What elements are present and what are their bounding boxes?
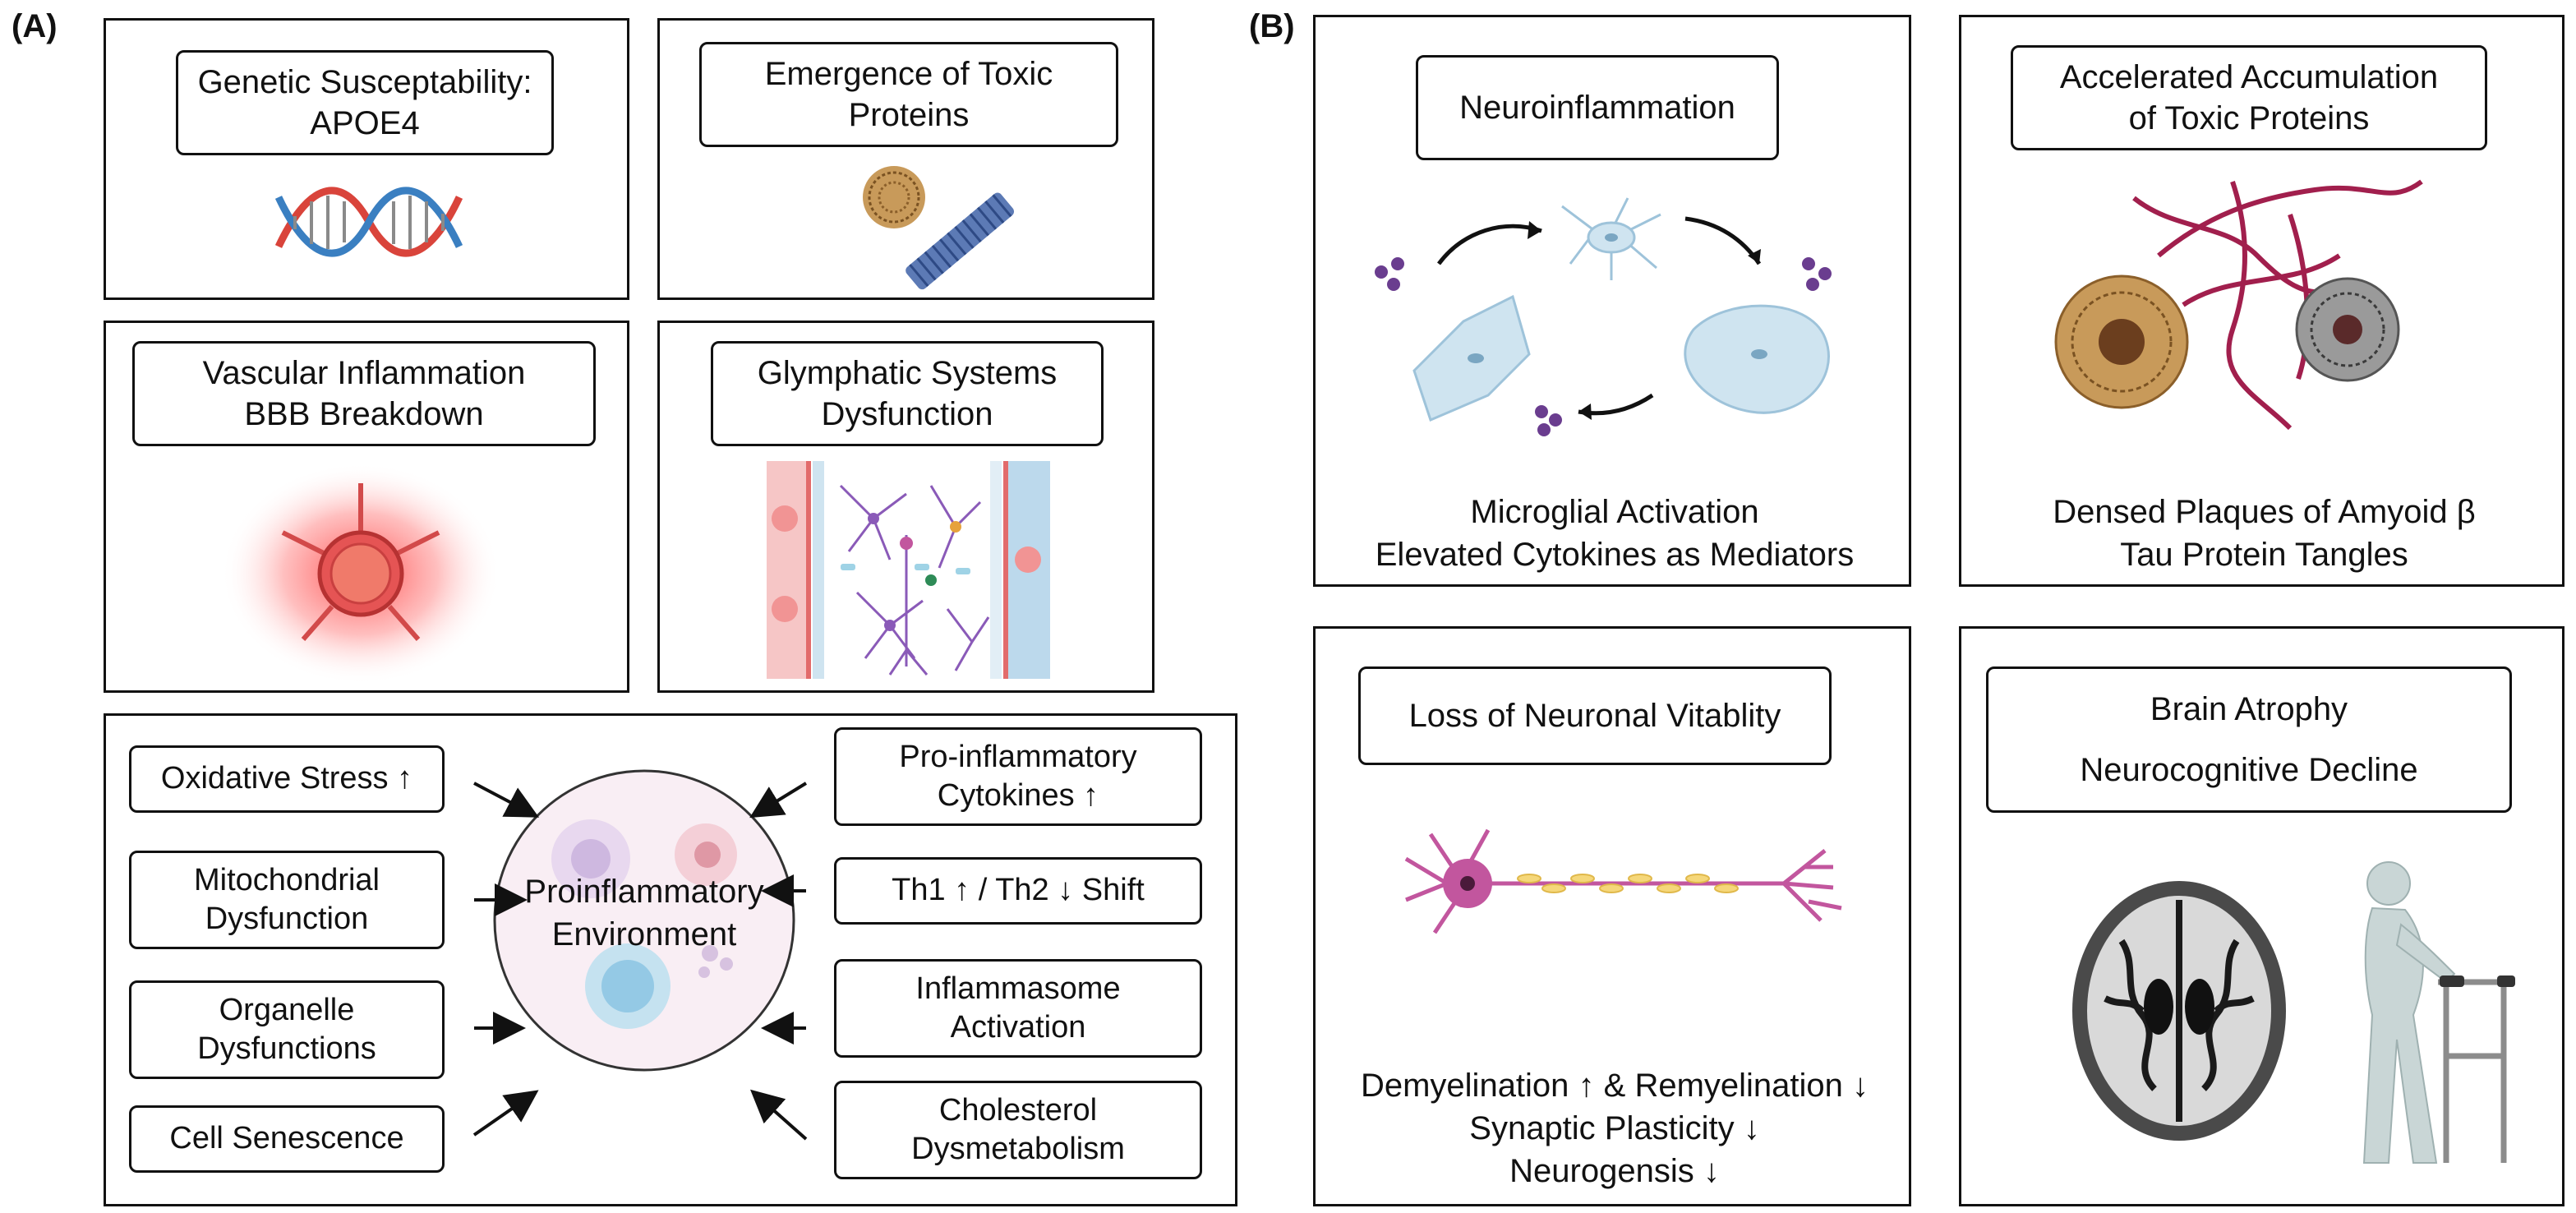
neuron-icon (1404, 828, 1842, 934)
factor-cell-senescence: Cell Senescence (129, 1105, 445, 1173)
panel-a-label: (A) (12, 8, 58, 44)
factor-th1-th2-shift: Th1 ↑ / Th2 ↓ Shift (834, 857, 1202, 925)
protein-aggregate-icon (863, 166, 1015, 290)
glymphatic-icon (767, 461, 1050, 679)
brain-scan-icon (2072, 881, 2286, 1141)
neuroinflammation-panel: Neuroinflammation Micr (1313, 15, 1911, 587)
plaques-tangles-icon (2054, 179, 2423, 431)
panel-b-label: (B) (1249, 8, 1295, 44)
neuronal-panel: Loss of Neuronal Vitablity Demyelination… (1313, 626, 1911, 1206)
dna-icon (274, 187, 463, 257)
immune-cells-icon (493, 769, 795, 1072)
elderly-walker-icon (2362, 861, 2515, 1164)
neuroinflammation-title: Neuroinflammation (1416, 55, 1779, 160)
genetic-panel: Genetic Susceptability:APOE4 (104, 18, 629, 300)
genetic-title: Genetic Susceptability:APOE4 (176, 50, 554, 155)
microglia-cycle-icon (1375, 197, 1832, 436)
inflamed-cell-icon (221, 463, 500, 685)
neuroinflammation-caption: Microglial Activation Elevated Cytokines… (1375, 494, 1855, 573)
neuronal-title: Loss of Neuronal Vitablity (1358, 666, 1832, 765)
factor-oxidative-stress: Oxidative Stress ↑ (129, 745, 445, 813)
factor-arrows (472, 782, 808, 1141)
accumulation-caption: Densed Plaques of Amyoid β Tau Protein T… (2053, 494, 2476, 573)
neuronal-caption: Demyelination ↑ & Remyelination ↓ Synapt… (1360, 1068, 1869, 1189)
